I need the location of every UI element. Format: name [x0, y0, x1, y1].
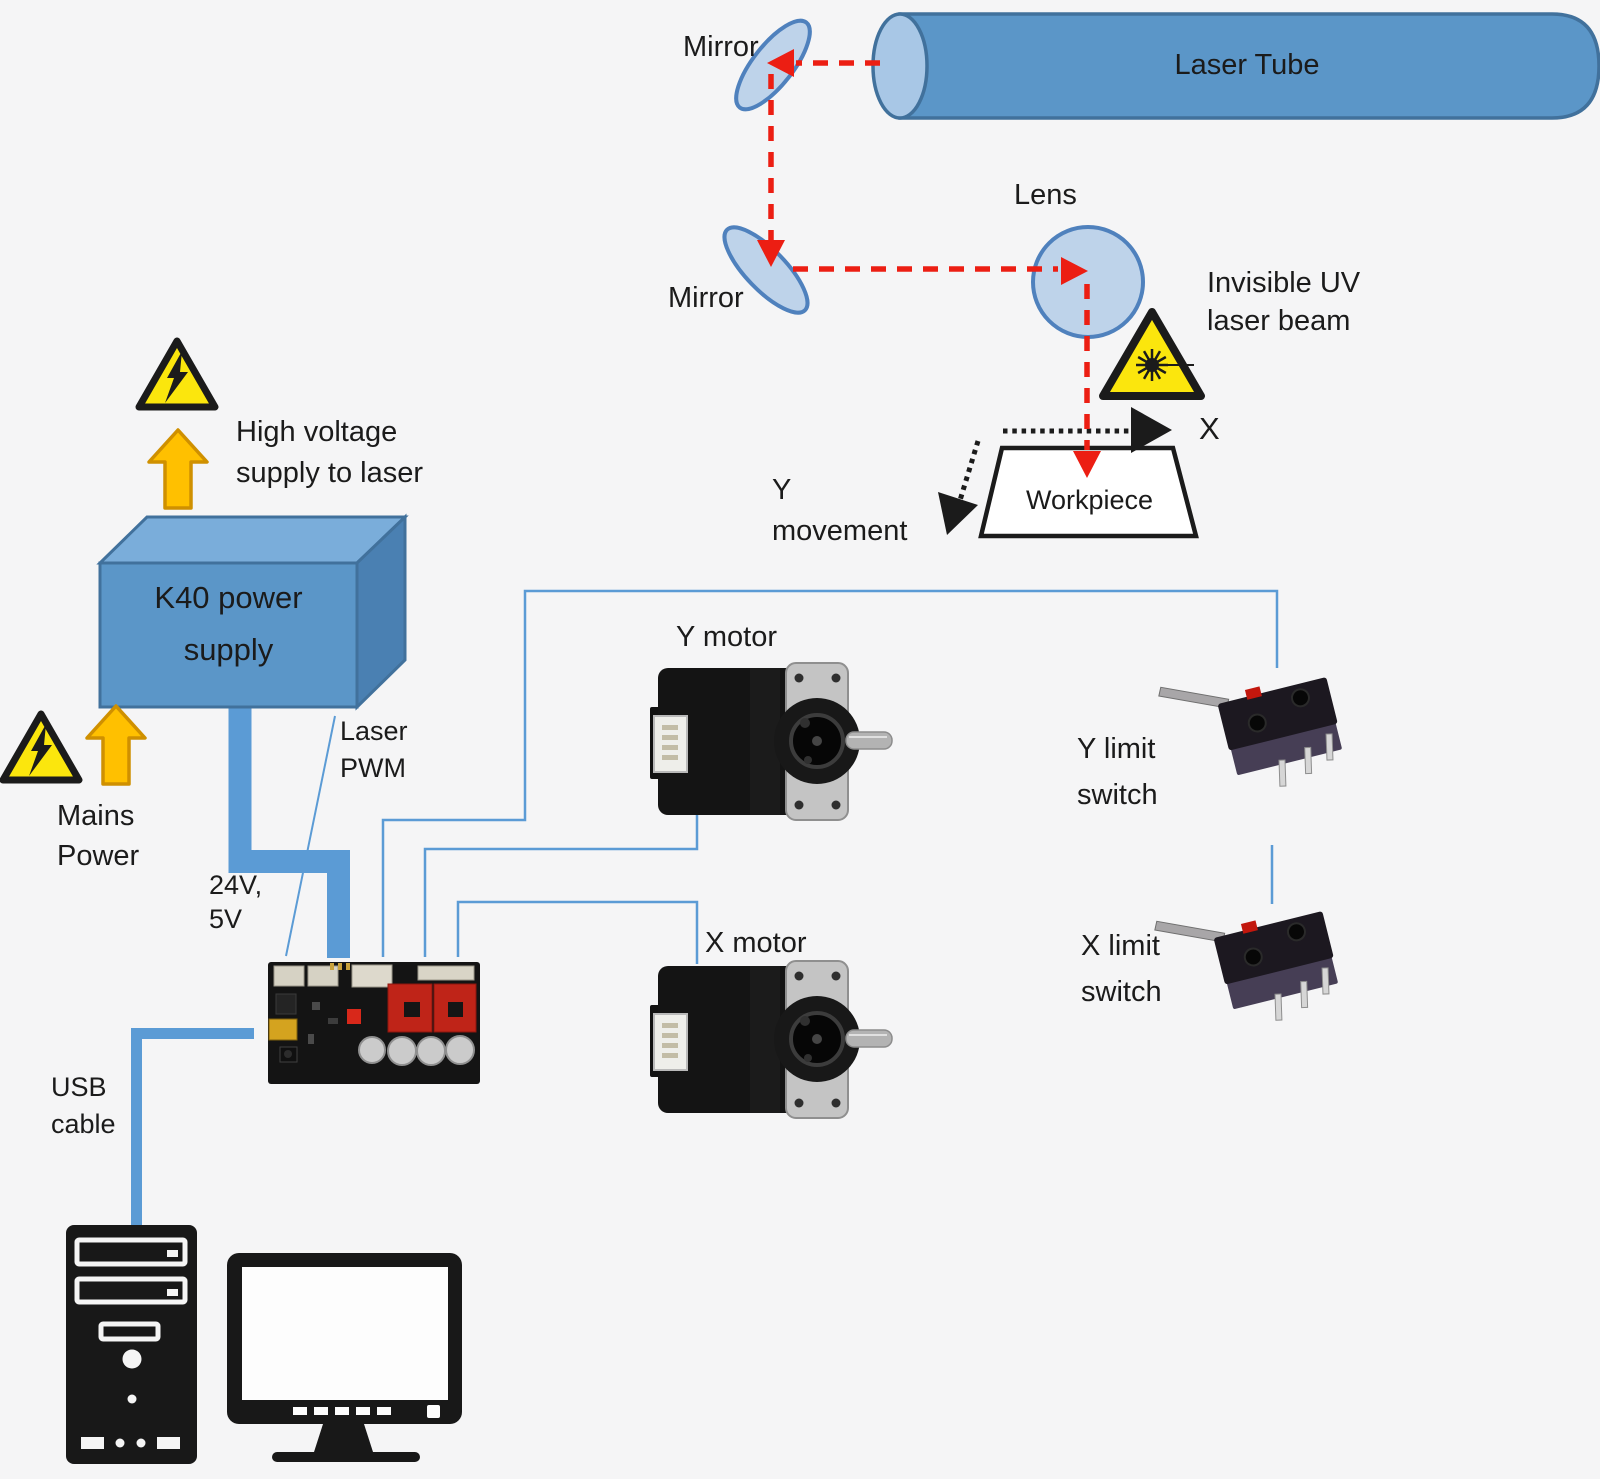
k40-psu-label: K40 power supply [100, 572, 357, 676]
mains-line1: Mains [57, 800, 135, 832]
wire-board-to-y-motor [423, 789, 699, 957]
k40-power-supply-shape [96, 513, 409, 711]
y-motor-label: Y motor [676, 621, 778, 653]
laser-pwm-line2: PWM [340, 753, 406, 783]
y-limit-switch-photo [1155, 646, 1351, 812]
mirror-bottom-shape [722, 225, 810, 315]
beam-caption-line2: laser beam [1207, 305, 1351, 337]
usb-line2: cable [51, 1109, 116, 1139]
y-limit-line2: switch [1077, 779, 1158, 811]
laser-beam-arrowheads [757, 49, 1101, 478]
dc-out-line2: 5V [209, 904, 243, 934]
wire-board-to-x-motor [456, 900, 699, 964]
workpiece-label: Workpiece [1025, 485, 1154, 515]
x-limit-line2: switch [1081, 976, 1162, 1008]
usb-cable-wire [131, 1028, 254, 1226]
mains-power-label: Mains Power [57, 796, 139, 876]
x-axis-label: X [1199, 411, 1220, 446]
monitor-icon [227, 1253, 462, 1462]
y-motor-photo [648, 661, 894, 822]
laser-pwm-label: Laser PWM [340, 713, 408, 787]
usb-cable-label: USB cable [51, 1069, 116, 1143]
usb-line1: USB [51, 1072, 107, 1102]
laser-pwm-pointer-line [285, 715, 336, 957]
wire-board-to-y-limit [381, 589, 1279, 957]
high-voltage-up-arrow-icon [147, 428, 209, 510]
y-limit-line1: Y limit [1077, 733, 1156, 765]
computer-tower-icon [66, 1225, 197, 1464]
workpiece-shape [978, 445, 1199, 539]
k40-psu-line2: supply [183, 632, 274, 667]
controller-board-photo [268, 962, 480, 1084]
laser-tube-label: Laser Tube [1174, 49, 1320, 81]
dc-out-line1: 24V, [209, 870, 263, 900]
mirror-top-label: Mirror [683, 31, 759, 63]
laser-tube-endcap [871, 12, 929, 120]
k40-psu-line1: K40 power [154, 580, 303, 615]
laser-beam-path [768, 60, 1090, 450]
beam-caption: Invisible UV laser beam [1207, 264, 1360, 340]
dc-output-label: 24V, 5V [209, 868, 262, 936]
y-movement-label: Y movement [772, 470, 907, 552]
y-movement-line2: movement [772, 515, 908, 547]
x-limit-label: X limit switch [1081, 923, 1162, 1015]
laser-pwm-line1: Laser [340, 716, 408, 746]
mirror-bottom-label: Mirror [668, 282, 744, 314]
y-limit-label: Y limit switch [1077, 726, 1158, 818]
mains-up-arrow-icon [85, 704, 147, 786]
high-voltage-warning-icon [139, 341, 215, 407]
wire-24v-5v [228, 704, 350, 958]
beam-caption-line1: Invisible UV [1207, 267, 1361, 299]
laser-hazard-icon [1099, 308, 1205, 400]
y-movement-line1: Y [772, 474, 792, 506]
x-motor-photo [648, 959, 894, 1120]
x-limit-line1: X limit [1081, 930, 1160, 962]
mains-line2: Power [57, 840, 140, 872]
lens-label: Lens [1014, 179, 1077, 211]
y-movement-arrow [938, 440, 981, 535]
laser-tube-shape [898, 12, 1600, 120]
high-voltage-line1: High voltage [236, 416, 398, 448]
mains-warning-icon [3, 714, 79, 780]
high-voltage-label: High voltage supply to laser [236, 412, 423, 494]
x-motor-label: X motor [705, 927, 807, 959]
x-limit-switch-photo [1151, 880, 1347, 1046]
x-axis-arrow [1003, 407, 1172, 453]
high-voltage-line2: supply to laser [236, 457, 423, 489]
